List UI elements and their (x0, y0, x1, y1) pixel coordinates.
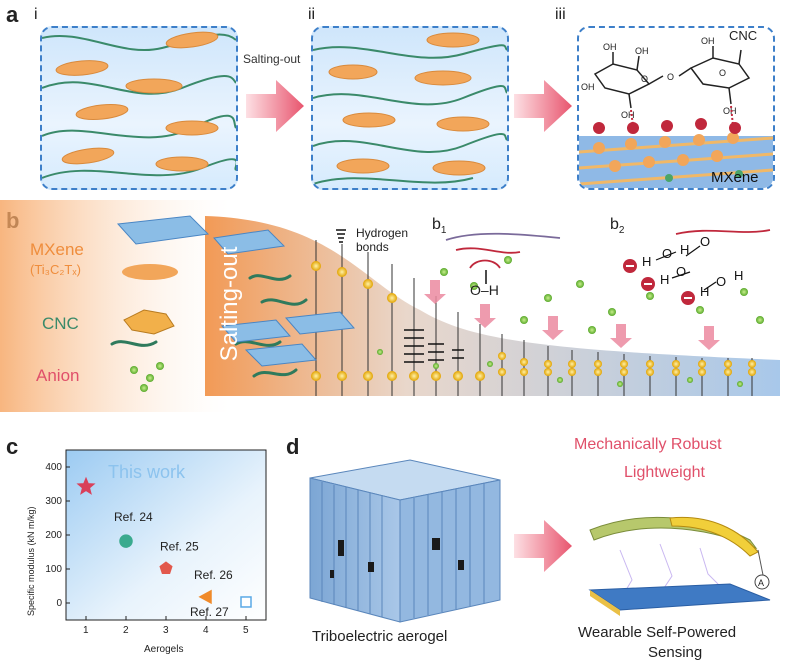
b2-label: b2 (610, 216, 624, 236)
panel-d-label: d (286, 434, 300, 459)
data-point-label: Ref. 24 (114, 510, 153, 524)
o-label: O (719, 68, 726, 78)
x-tick-label: 2 (123, 625, 129, 636)
oh-label: OH (701, 36, 715, 46)
lightweight-label: Lightweight (624, 464, 705, 481)
mxene-name: MXene (30, 240, 84, 259)
o-label: O (667, 72, 674, 82)
aerogel-caption: Triboelectric aerogel (312, 628, 448, 645)
data-point (198, 589, 212, 605)
b2-h-label: H (734, 268, 743, 283)
b1-oh: O–H (470, 282, 499, 298)
b1-dash: – (480, 282, 489, 298)
o-label: O (641, 74, 648, 84)
b2-sub: 2 (618, 225, 625, 237)
panel-a-sub-i: i (34, 6, 38, 23)
chart-xlabel: Aerogels (144, 644, 183, 655)
triboelectric-aerogel-illustration (309, 459, 501, 623)
panel-a-box-iii: OH OH OH OH OH OH O O O CNC (577, 26, 775, 190)
b1-o: O (470, 282, 481, 298)
b1-sub: 1 (440, 225, 447, 237)
mxene-formula: (Ti₃C₂Tₓ) (30, 262, 81, 277)
wearable-caption-line-1: Wearable Self-Powered (578, 624, 737, 641)
hydrogen-bond-label: Hydrogen bonds (356, 226, 408, 254)
b2-h-label: H (660, 272, 669, 287)
data-point (76, 476, 96, 495)
anion-name: Anion (36, 366, 80, 385)
arrow-right-icon (514, 80, 572, 132)
oh-label: OH (581, 82, 595, 92)
salting-out-arrow-label: Salting-out (243, 52, 301, 66)
panel-a-label: a (6, 2, 19, 27)
panel-c-label: c (6, 434, 19, 459)
b2-o-label: O (662, 246, 672, 261)
specific-modulus-scatter-chart: This work Aerogels Specific modulus (kN … (26, 449, 267, 655)
panel-a-box-i (40, 26, 238, 190)
arrow-right-icon (514, 520, 572, 572)
cnc-label: CNC (729, 28, 757, 43)
panel-a-sub-ii: ii (308, 6, 316, 23)
hydrogen-bond-line-1: Hydrogen (356, 226, 409, 240)
x-tick-label: 3 (163, 625, 169, 636)
oh-label: OH (621, 110, 635, 120)
b2-o-label: O (716, 274, 726, 289)
cnc-name: CNC (42, 314, 79, 333)
b1-label: b1 (432, 216, 446, 236)
data-point (159, 561, 173, 574)
oh-label: OH (723, 106, 737, 116)
data-point-label: Ref. 25 (160, 539, 199, 553)
assembled-cnc-mxene-illustration (313, 32, 507, 185)
oh-label: OH (635, 46, 649, 56)
b2-o-label: O (676, 264, 686, 279)
x-tick-label: 1 (83, 625, 89, 636)
panel-b-illustration: H O H O H O H O H (0, 200, 780, 412)
chart-title: This work (108, 462, 186, 482)
y-tick-label: 400 (45, 462, 62, 473)
panel-a-box-ii (311, 26, 509, 190)
cnc-mxene-molecular-illustration: OH OH OH OH OH OH O O O CNC (579, 28, 773, 188)
oh-label: OH (603, 42, 617, 52)
b2-h-label: H (700, 284, 709, 299)
b2-letter: b (610, 216, 619, 233)
x-tick-label: 4 (203, 625, 209, 636)
x-tick-label: 5 (243, 625, 249, 636)
panel-a-sub-iii: iii (555, 6, 566, 23)
b2-h-label: H (680, 242, 689, 257)
data-point (119, 534, 133, 548)
salting-out-vertical-label: Salting-out (216, 246, 243, 362)
chart-ylabel: Specific modulus (kN m/kg) (26, 506, 36, 616)
b1-letter: b (432, 216, 441, 233)
hydrogen-bond-line-2: bonds (356, 240, 389, 254)
data-point-label: Ref. 27 (190, 605, 229, 619)
b2-h-label: H (642, 254, 651, 269)
y-tick-label: 100 (45, 564, 62, 575)
dispersed-cnc-mxene-illustration (42, 31, 236, 179)
mxene-label: MXene (711, 169, 759, 186)
b2-o-label: O (700, 234, 710, 249)
y-tick-label: 0 (56, 598, 62, 609)
arrow-right-icon (246, 80, 304, 132)
data-point-label: Ref. 26 (194, 568, 233, 582)
ammeter-label: A (758, 578, 764, 588)
b1-h: H (488, 282, 499, 298)
y-tick-label: 200 (45, 530, 62, 541)
y-tick-label: 300 (45, 496, 62, 507)
data-point (240, 596, 252, 608)
self-powered-sensor-illustration: A (588, 516, 771, 616)
wearable-caption-line-2: Sensing (648, 644, 703, 661)
mechanically-robust-label: Mechanically Robust (574, 436, 722, 453)
